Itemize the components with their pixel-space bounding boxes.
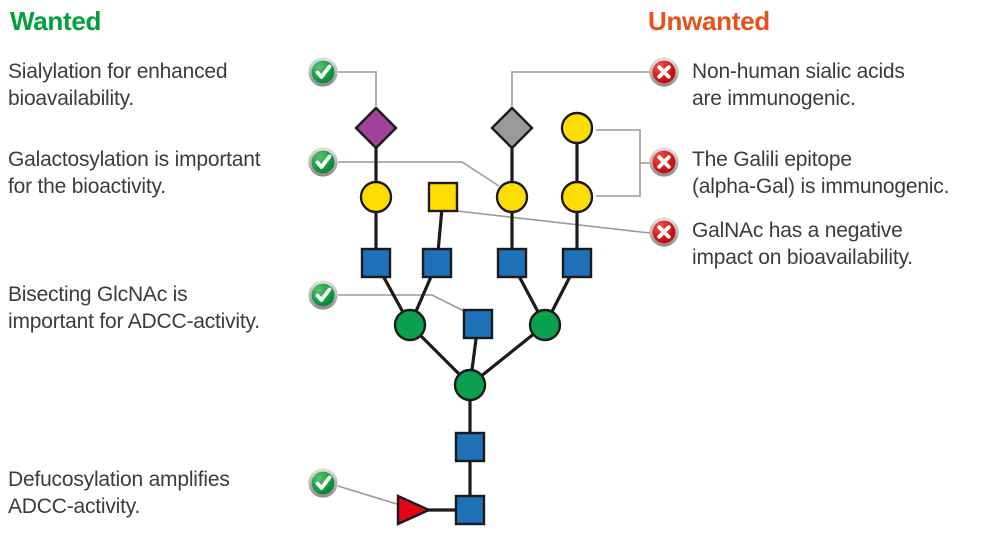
check-glyph — [315, 154, 332, 169]
connector-bisecting — [338, 294, 467, 313]
check-glyph — [315, 287, 332, 302]
cross-glyph — [657, 155, 671, 169]
note-bisecting-glcnac: Bisecting GlcNAc is important for ADCC-a… — [8, 283, 260, 333]
bisecting-glcnac-square — [462, 308, 494, 340]
note-galili-epitope: The Galili epitope (alpha-Gal) is immuno… — [692, 148, 950, 198]
alpha-gal-galactose-circle — [560, 111, 594, 145]
unwanted-heading: Unwanted — [648, 6, 770, 36]
connector-sialylation — [338, 71, 377, 106]
sialic-acid-gray-diamond — [490, 106, 534, 150]
fucose-triangle — [396, 494, 432, 526]
wanted-heading: Wanted — [10, 6, 102, 36]
glcnac-antenna-1 — [360, 247, 392, 279]
mannose-circle-core — [453, 368, 487, 402]
glcnac-core-upper — [454, 431, 486, 463]
check-icon-galactosylation — [308, 147, 338, 177]
connector-galnac — [456, 210, 651, 234]
check-icon-defucosylation — [308, 468, 338, 498]
note-galactosylation: Galactosylation is important for the bio… — [8, 148, 261, 198]
connector-defucosylation — [337, 485, 401, 506]
note-defucosylation: Defucosylation amplifies ADCC-activity. — [8, 468, 230, 518]
glcnac-antenna-4 — [561, 247, 593, 279]
mannose-circle-right — [528, 308, 562, 342]
cross-icon-galnac — [649, 217, 679, 247]
note-nonhuman-sialic: Non-human sialic acids are immunogenic. — [692, 60, 905, 110]
mannose-circle-left — [393, 308, 427, 342]
note-sialylation: Sialylation for enhanced bioavailability… — [8, 60, 228, 110]
connector-galactosylation — [338, 161, 500, 187]
check-icon-sialylation — [308, 57, 338, 87]
glcnac-core-lower — [454, 494, 486, 526]
diagram-layer — [308, 57, 679, 526]
glcnac-antenna-2 — [421, 247, 453, 279]
cross-glyph — [657, 65, 671, 79]
check-icon-bisecting — [308, 280, 338, 310]
sialic-acid-purple-diamond — [354, 106, 398, 150]
cross-icon-nonhuman-sialic — [649, 57, 679, 87]
galactose-circle-3 — [560, 180, 594, 214]
cross-glyph — [657, 225, 671, 239]
check-glyph — [315, 64, 332, 79]
note-galnac: GalNAc has a negative impact on bioavail… — [692, 219, 913, 269]
galactose-circle-1 — [359, 180, 393, 214]
galactose-circle-2 — [495, 180, 529, 214]
connector-nonhuman-sialic — [511, 71, 650, 106]
galnac-square — [427, 181, 459, 213]
check-glyph — [315, 475, 332, 490]
connector-galili-bracket — [596, 129, 641, 197]
glcnac-antenna-3 — [496, 247, 528, 279]
cross-icon-galili — [649, 147, 679, 177]
